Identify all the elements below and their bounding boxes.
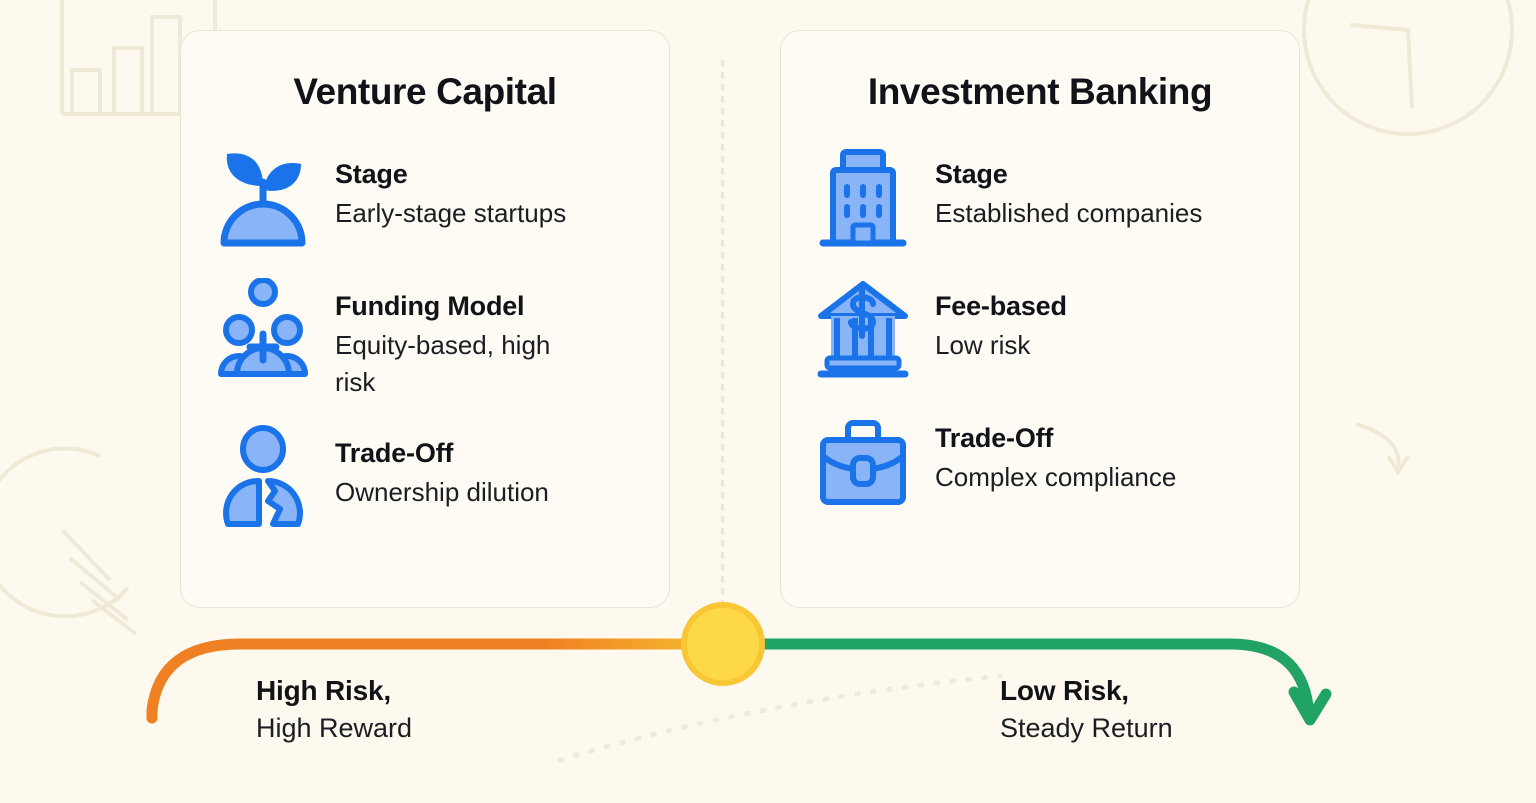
feature-label: Trade-Off	[335, 437, 454, 468]
feature-label: Stage	[335, 158, 408, 189]
feature-row: Trade-Off Ownership dilution	[215, 423, 635, 533]
feature-description: Established companies	[935, 197, 1203, 228]
panel-investment-banking: Investment Banking	[780, 30, 1300, 608]
low-risk-caption: Low Risk, Steady Return	[1000, 672, 1173, 746]
low-risk-arrowhead	[1288, 686, 1332, 726]
circle-lines-decoration	[0, 446, 138, 636]
feature-description: Complex compliance	[935, 461, 1177, 492]
feature-description: Equity-based, high risk	[335, 329, 551, 397]
feature-row: Trade-Off Complex compliance	[815, 408, 1265, 518]
feature-row: Fee-based Low risk	[815, 276, 1265, 386]
seedling-icon	[215, 144, 311, 254]
panel-venture-capital: Venture Capital Stage Early-stage startu…	[180, 30, 670, 608]
split-person-icon	[215, 423, 311, 533]
high-risk-line	[146, 638, 706, 724]
panel-title: Investment Banking	[867, 71, 1213, 112]
feature-description: Low risk	[935, 329, 1031, 360]
feature-text: Stage Early-stage startups	[335, 144, 566, 232]
feature-row: Funding Model Equity-based, high risk	[215, 276, 635, 401]
high-risk-caption-strong: High Risk,	[256, 675, 391, 706]
briefcase-icon	[815, 408, 911, 518]
bank-dollar-icon	[815, 276, 911, 386]
feature-text: Fee-based Low risk	[935, 276, 1067, 364]
bar-chart-bar-2	[70, 68, 102, 116]
feature-label: Fee-based	[935, 290, 1067, 321]
feature-text: Trade-Off Ownership dilution	[335, 423, 549, 511]
bar-chart-bar-3	[112, 46, 144, 116]
panel-title: Venture Capital	[293, 71, 557, 112]
feature-description: Early-stage startups	[335, 197, 567, 228]
low-risk-caption-sub: Steady Return	[1000, 712, 1173, 743]
feature-text: Trade-Off Complex compliance	[935, 408, 1176, 496]
feature-row: Stage Early-stage startups	[215, 144, 635, 254]
office-building-icon	[815, 144, 911, 254]
panel-rows: Stage Early-stage startups	[215, 144, 635, 555]
spectrum-pivot-circle	[681, 602, 765, 686]
curved-arrow-decoration	[1355, 422, 1410, 476]
feature-row: Stage Established companies	[815, 144, 1265, 254]
low-risk-caption-strong: Low Risk,	[1000, 675, 1129, 706]
feature-text: Funding Model Equity-based, high risk	[335, 276, 585, 401]
feature-text: Stage Established companies	[935, 144, 1202, 232]
dotted-swoosh-decoration	[557, 673, 1003, 763]
high-risk-caption: High Risk, High Reward	[256, 672, 412, 746]
feature-label: Trade-Off	[935, 422, 1054, 453]
bar-chart-bar-4	[150, 15, 182, 116]
center-divider	[721, 60, 724, 605]
group-add-icon	[215, 276, 311, 386]
panel-rows: Stage Established companies	[815, 144, 1265, 540]
feature-label: Funding Model	[335, 290, 525, 321]
high-risk-caption-sub: High Reward	[256, 712, 413, 743]
feature-label: Stage	[935, 158, 1008, 189]
pie-chart-decoration	[1302, 0, 1514, 136]
feature-description: Ownership dilution	[335, 477, 549, 508]
